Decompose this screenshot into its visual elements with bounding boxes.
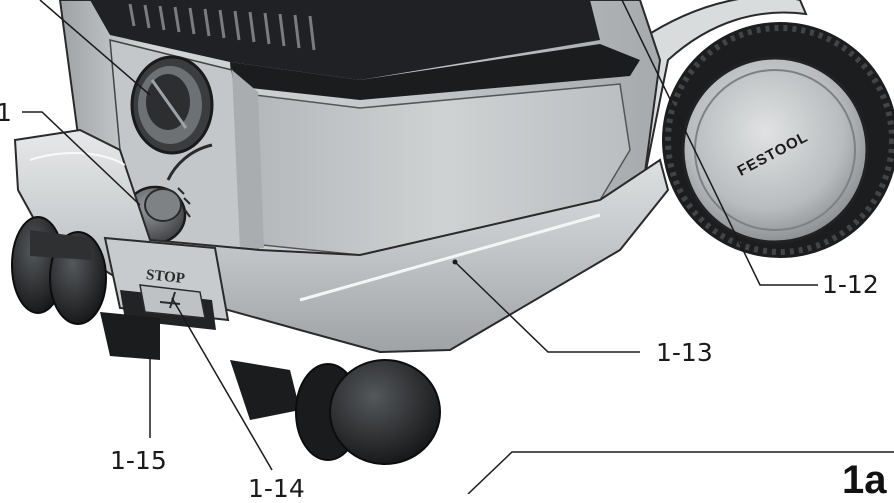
rear-wheel — [662, 22, 894, 258]
left-caster-wheels — [11, 216, 107, 325]
callout-1-13: 1-13 — [656, 338, 713, 367]
container-body — [58, 0, 662, 272]
leader-lines — [22, 0, 894, 494]
callout-1-14: 1-14 — [248, 474, 305, 503]
wheel-fender — [610, 0, 808, 212]
callout-1-12: 1-12 — [822, 270, 879, 299]
callout-1-15: 1-15 — [110, 446, 167, 475]
callout-1-11: 1 — [0, 98, 12, 127]
figure-label: 1a — [842, 458, 887, 502]
hose-port — [130, 55, 214, 155]
cap-cord — [166, 143, 213, 181]
anchor-dot-1-13 — [452, 259, 458, 265]
front-caster-wheel — [230, 359, 441, 465]
stop-label: STOP — [145, 267, 185, 287]
stop-brake-pedal — [100, 236, 230, 360]
